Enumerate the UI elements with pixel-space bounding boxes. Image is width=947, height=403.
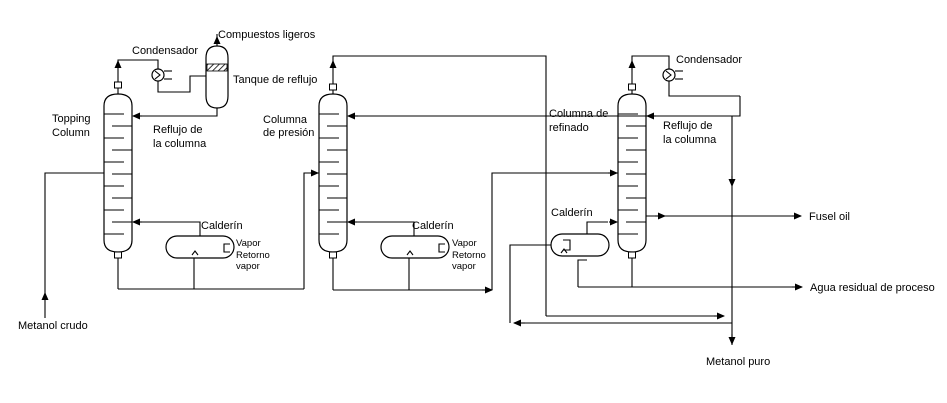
light-compounds-label: Compuestos ligeros xyxy=(218,29,316,41)
pressure-column-label-line1: Columna xyxy=(263,114,308,126)
fusel-oil-label: Fusel oil xyxy=(809,211,850,223)
return-vapor-2-label-line2: vapor xyxy=(452,261,476,272)
crude-methanol-label: Metanol crudo xyxy=(18,320,88,332)
reflux-tank xyxy=(205,40,229,109)
return-vapor-1-label-line2: vapor xyxy=(236,261,260,272)
reflux-3-label-line2: la columna xyxy=(663,134,717,146)
reboiler-2 xyxy=(380,228,450,266)
pure-methanol-label: Metanol puro xyxy=(706,356,770,368)
reboiler-3 xyxy=(550,226,610,257)
condenser-1-label: Condensador xyxy=(132,45,198,57)
refining-column xyxy=(617,64,647,262)
reboiler-1 xyxy=(165,228,235,266)
vapor-2-label: Vapor xyxy=(452,238,477,249)
labels: Topping Column Condensador Compuestos li… xyxy=(18,29,935,368)
return-vapor-1-label-line1: Retorno xyxy=(236,250,270,261)
process-wastewater-label: Agua residual de proceso xyxy=(810,282,935,294)
reflux-1-label-line1: Reflujo de xyxy=(153,124,203,136)
condenser-3-label: Condensador xyxy=(676,54,742,66)
condenser-3 xyxy=(662,68,676,82)
topping-column xyxy=(103,81,133,262)
reboiler-1-label: Calderín xyxy=(201,220,243,232)
refining-column-label-line1: Columna de xyxy=(549,108,608,120)
pressure-column xyxy=(318,76,348,264)
piping xyxy=(41,34,803,345)
reboiler-2-label: Calderín xyxy=(412,220,454,232)
reflux-3-label-line1: Reflujo de xyxy=(663,120,713,132)
vapor-1-label: Vapor xyxy=(236,238,261,249)
pressure-column-label-line2: de presión xyxy=(263,127,314,139)
reflux-1-label-line2: la columna xyxy=(153,138,207,150)
refining-column-label-line2: refinado xyxy=(549,122,589,134)
return-vapor-2-label-line1: Retorno xyxy=(452,250,486,261)
topping-column-label-line2: Column xyxy=(52,127,90,139)
condenser-1 xyxy=(151,68,165,82)
topping-column-label-line1: Topping xyxy=(52,113,91,125)
reboiler-3-label: Calderín xyxy=(551,207,593,219)
reflux-tank-label: Tanque de reflujo xyxy=(233,74,317,86)
